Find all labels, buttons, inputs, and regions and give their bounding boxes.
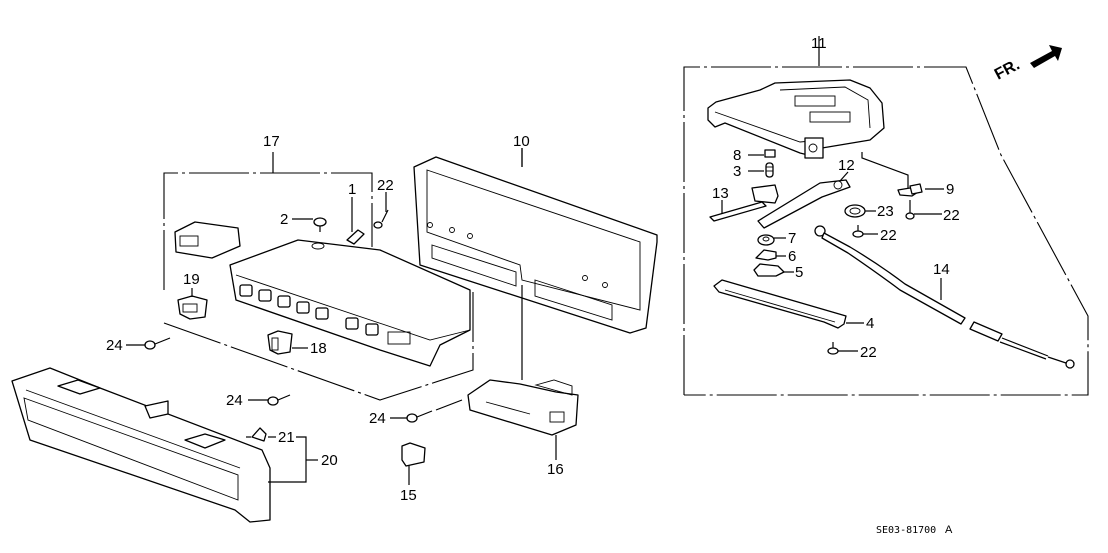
part-19-button [177,295,208,320]
part-15-knob [401,442,426,485]
part-13-lever [709,184,779,222]
part-6-clip [755,249,777,261]
part-11-lever-housing [707,79,909,188]
part-22-screw-a [905,200,915,220]
part-22-screw-d [373,209,389,229]
part-4-guide-rail [713,279,847,329]
part-1-bulb [346,229,365,245]
part-16-switch-bracket [467,379,579,460]
part-9-clip [897,183,923,197]
callout-6: 6 [788,248,796,265]
callout-10: 10 [513,133,530,150]
part-22-screw-c [827,342,839,355]
callout-9: 9 [946,181,954,198]
switch-buttons [239,284,379,336]
group-20-bracket [268,436,318,483]
group-11-bracket [683,36,1089,396]
callout-22-c: 22 [860,344,877,361]
callout-19: 19 [183,271,200,288]
drawing-code-suffix: A [945,524,953,536]
part-17-switch-panel [229,239,471,367]
callout-24-c: 24 [369,410,386,427]
callout-22-a: 22 [943,207,960,224]
part-10-frame [413,148,658,380]
front-orientation-marker: FR. [992,45,1062,84]
callout-21: 21 [278,429,295,446]
part-14-control-cable [814,225,1075,369]
callout-5: 5 [795,264,803,281]
callout-3: 3 [733,163,741,180]
part-20-bezel [11,367,271,523]
callout-4: 4 [866,315,874,332]
callout-24-a: 24 [106,337,123,354]
part-18-knob [267,330,293,355]
callout-13: 13 [712,185,729,202]
part-21-clip [251,427,267,442]
callout-16: 16 [547,461,564,478]
callout-labels: 11 8 3 12 13 9 23 22 22 7 6 5 14 4 22 10… [106,35,960,504]
part-3-spring [765,162,774,178]
callout-17: 17 [263,133,280,150]
front-arrow-icon [1030,45,1062,68]
callout-1: 1 [348,181,356,198]
callout-15: 15 [400,487,417,504]
callout-8: 8 [733,147,741,164]
callout-22-b: 22 [880,227,897,244]
callout-24-b: 24 [226,392,243,409]
callout-14: 14 [933,261,950,278]
part-24-screw-b [267,394,291,406]
group-17-bracket [163,152,474,401]
part-8-cap [764,149,776,158]
callout-20: 20 [321,452,338,469]
callout-11: 11 [811,35,827,52]
callout-7: 7 [788,230,796,247]
drawing-code: SE03-81700 A [876,524,953,536]
callout-18: 18 [310,340,327,357]
part-12-lever [757,179,851,229]
part-2-screw [313,217,327,232]
part-24-screw-c [406,399,463,423]
part-22-screw-b [852,225,864,238]
part-7-washer [757,234,775,246]
front-label: FR. [992,56,1023,83]
part-23-grommet [844,204,866,218]
callout-2: 2 [280,211,288,228]
part-24-screw-a [144,337,171,350]
part-19-switch-housing [174,221,241,259]
part-5-slider [753,263,785,277]
callout-23: 23 [877,203,894,220]
callout-12: 12 [838,157,855,174]
callout-22-d: 22 [377,177,394,194]
leader-lines [126,154,944,438]
drawing-code-number: SE03-81700 [876,525,936,536]
